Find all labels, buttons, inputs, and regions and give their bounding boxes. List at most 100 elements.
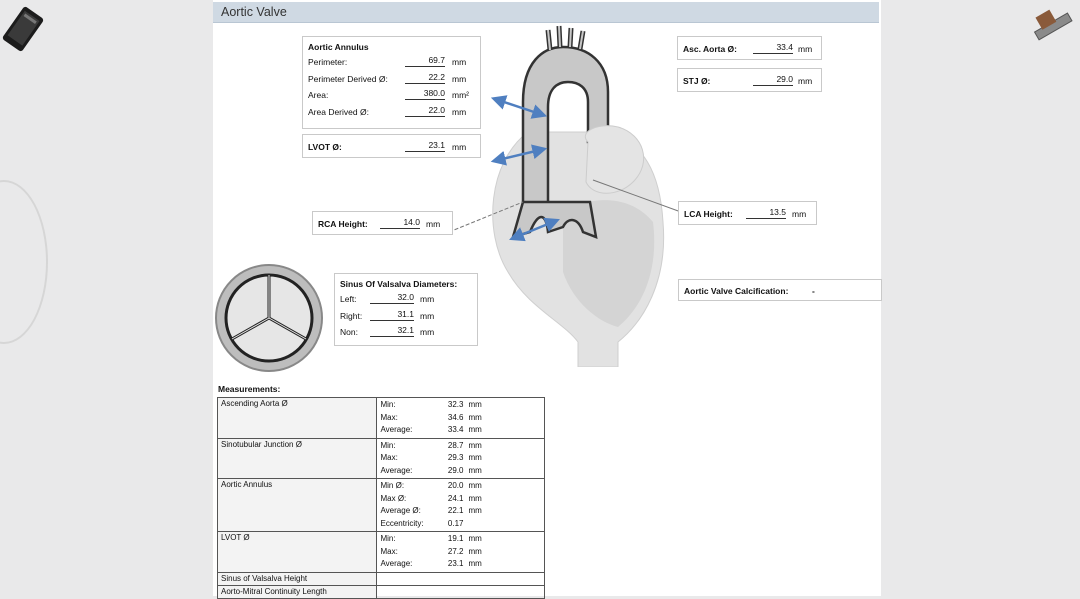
measurement-value: 33.4 — [447, 425, 464, 434]
measurement-label: Average: — [380, 425, 413, 434]
lca-value: 13.5 — [746, 206, 786, 219]
annulus-row-area-derived: Area Derived Ø: 22.0 mm — [308, 104, 480, 121]
measurement-value: 0.17 — [447, 518, 464, 528]
stj-box: STJ Ø: 29.0 mm — [677, 68, 822, 92]
measurement-label: Average: — [380, 559, 413, 568]
measurement-value-line: Max Ø: 24.1 mm — [380, 493, 541, 506]
measurement-values — [376, 571, 545, 586]
measurement-unit: mm — [468, 559, 482, 568]
area-derived-value: 22.0 — [405, 104, 445, 117]
measurement-value: 27.2 — [447, 546, 464, 556]
measurement-unit: mm — [468, 440, 482, 450]
sinus-row-right: Right: 31.1 mm — [340, 308, 477, 325]
sinus-right-value: 31.1 — [370, 308, 414, 321]
measurement-value: 22.1 — [447, 506, 464, 515]
measurement-unit: mm — [468, 506, 482, 515]
sinus-left-value: 32.0 — [370, 291, 414, 304]
measurement-label: Average Ø: — [380, 506, 421, 515]
ruler-tool-icon[interactable] — [1030, 4, 1076, 48]
area-value: 380.0 — [405, 87, 445, 100]
measurement-label: Max: — [380, 453, 398, 462]
measurement-value-line: Average: 33.4 mm — [380, 424, 541, 437]
measurement-unit: mm — [468, 546, 482, 556]
sinus-right-unit: mm — [420, 310, 435, 321]
measurement-unit: mm — [468, 534, 482, 543]
sinus-left-label: Left: — [340, 294, 357, 304]
lvot-row: LVOT Ø: 23.1 mm — [308, 139, 480, 156]
stj-value: 29.0 — [753, 73, 793, 86]
aortic-annulus-box: Aortic Annulus Perimeter: 69.7 mm Perime… — [302, 36, 481, 129]
calcification-row: Aortic Valve Calcification: - — [684, 283, 881, 300]
sinus-non-label: Non: — [340, 327, 358, 337]
tablet-icon[interactable] — [2, 6, 44, 52]
measurement-name: Aortic Annulus — [216, 478, 378, 532]
measurement-name: Aorto-Mitral Continuity Length — [216, 584, 378, 599]
asc-aorta-label: Asc. Aorta Ø: — [683, 44, 738, 54]
heart-diagram — [490, 25, 665, 367]
measurement-name: LVOT Ø — [216, 531, 378, 573]
measurement-unit: mm — [468, 400, 482, 409]
measurement-value-line: Average Ø: 22.1 mm — [380, 505, 541, 518]
measurement-label: Max: — [380, 412, 398, 422]
measurement-value: 19.1 — [447, 534, 464, 543]
measurement-label: Average: — [380, 465, 413, 475]
measurement-value: 23.1 — [447, 559, 464, 568]
rca-label: RCA Height: — [318, 219, 368, 229]
annulus-row-area: Area: 380.0 mm² — [308, 87, 480, 104]
measurement-name: Sinotubular Junction Ø — [216, 437, 378, 479]
measurement-unit: mm — [468, 493, 482, 503]
lca-label: LCA Height: — [684, 209, 733, 219]
perimeter-label: Perimeter: — [308, 57, 348, 67]
area-derived-label: Area Derived Ø: — [308, 106, 369, 117]
sinus-left-unit: mm — [420, 294, 435, 304]
measurement-label: Min Ø: — [380, 481, 405, 490]
lvot-box: LVOT Ø: 23.1 mm — [302, 134, 481, 158]
area-derived-unit: mm — [452, 106, 467, 117]
measurement-label: Max Ø: — [380, 493, 407, 503]
sinus-right-label: Right: — [340, 310, 363, 321]
annulus-row-perimeter: Perimeter: 69.7 mm — [308, 54, 480, 71]
calcification-value: - — [812, 286, 815, 296]
rca-unit: mm — [426, 219, 441, 229]
lvot-label: LVOT Ø: — [308, 142, 342, 152]
measurement-name: Ascending Aorta Ø — [216, 397, 378, 439]
measurement-unit: mm — [468, 425, 482, 434]
asc-aorta-unit: mm — [798, 44, 813, 54]
rca-row: RCA Height: 14.0 mm — [318, 216, 452, 233]
measurement-unit — [463, 518, 488, 531]
sinus-title: Sinus Of Valsalva Diameters: — [340, 279, 458, 289]
sinus-box: Sinus Of Valsalva Diameters: Left: 32.0 … — [334, 273, 478, 346]
stj-label: STJ Ø: — [683, 76, 711, 86]
rca-value: 14.0 — [380, 216, 420, 229]
measurement-unit: mm — [468, 453, 482, 462]
asc-aorta-value: 33.4 — [753, 41, 793, 54]
perimeter-value: 69.7 — [405, 54, 445, 67]
lvot-value: 23.1 — [405, 139, 445, 152]
perimeter-derived-label: Perimeter Derived Ø: — [308, 73, 388, 84]
measurement-unit: mm — [468, 465, 482, 475]
sinus-row-left: Left: 32.0 mm — [340, 291, 477, 308]
measurement-value: 24.1 — [447, 493, 464, 503]
measurement-label: Eccentricity: — [380, 518, 424, 528]
calcification-box: Aortic Valve Calcification: - — [678, 279, 882, 301]
measurement-label: Min: — [380, 400, 396, 409]
measurement-value-line: Eccentricity: 0.17 — [380, 518, 541, 531]
measurement-value: 34.6 — [447, 412, 464, 422]
aortic-annulus-title: Aortic Annulus — [308, 42, 369, 52]
measurement-name: Sinus of Valsalva Height — [216, 571, 378, 586]
lca-box: LCA Height: 13.5 mm — [678, 201, 817, 225]
table-row: Aorto-Mitral Continuity Length — [216, 584, 545, 599]
measurements-title: Measurements: — [218, 384, 281, 394]
